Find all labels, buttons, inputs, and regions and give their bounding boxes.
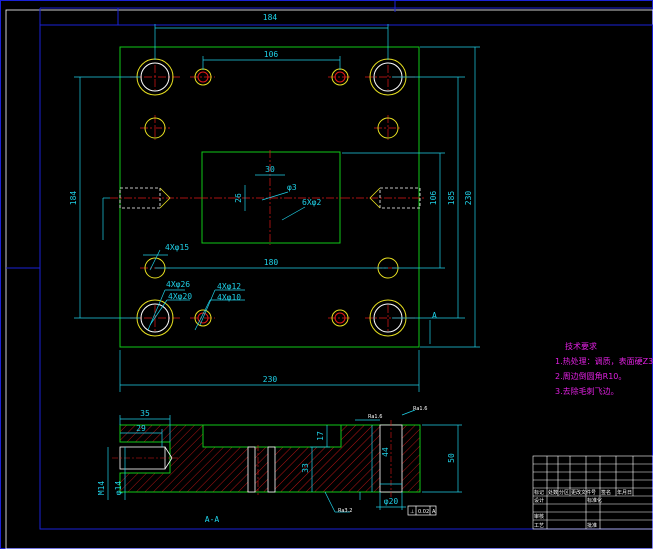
dim-depth-17: 17 bbox=[316, 431, 325, 441]
dim-hole-array: 6Xφ2 bbox=[302, 198, 321, 207]
tb-label-review: 审核 bbox=[534, 513, 544, 520]
dim-window-width: 30 bbox=[265, 165, 275, 174]
dim-depth-33: 33 bbox=[301, 463, 310, 473]
technical-requirements: 技术要求 1.热处理：调质，表面硬Z30H 2.周边倒圆角R10。 3.去除毛刺… bbox=[555, 341, 653, 396]
dim-top-width: 184 bbox=[263, 13, 278, 22]
dim-mid-span: 180 bbox=[264, 258, 279, 267]
callout-4x-phi20: 4Xφ20 bbox=[168, 292, 192, 301]
top-view-dimension-lines bbox=[74, 24, 480, 392]
tb-label-count: 处数 bbox=[548, 489, 558, 496]
roughness-mark-2: Ra1.6 bbox=[413, 406, 427, 412]
tolerance-value: 0.02 bbox=[418, 509, 429, 515]
dim-left-height: 184 bbox=[69, 191, 78, 206]
tb-label-change: 更改文件号 bbox=[571, 489, 596, 496]
requirement-1: 1.热处理：调质，表面硬Z30H bbox=[555, 356, 653, 366]
callout-4x-phi10: 4Xφ10 bbox=[217, 293, 241, 302]
requirement-2: 2.周边倒圆角R10。 bbox=[555, 371, 626, 381]
view-marker-a: A bbox=[432, 311, 437, 320]
dim-width-29: 29 bbox=[136, 424, 146, 433]
requirement-3: 3.去除毛刺飞边。 bbox=[555, 386, 619, 396]
dim-hole-small: φ3 bbox=[287, 183, 297, 192]
dim-right-inner-height: 106 bbox=[429, 191, 438, 206]
tb-label-standard: 标准化 bbox=[587, 497, 602, 504]
requirements-title: 技术要求 bbox=[565, 341, 597, 351]
dim-thread: M14 bbox=[97, 481, 106, 496]
tb-label-zone: 分区 bbox=[559, 489, 569, 496]
dim-depth-44: 44 bbox=[381, 447, 390, 457]
tolerance-symbol: ⊥ bbox=[410, 509, 414, 515]
dim-right-mid-height: 185 bbox=[447, 191, 456, 206]
center-window bbox=[201, 151, 341, 244]
tb-label-approve: 批准 bbox=[587, 522, 597, 529]
tb-label-date: 年月日 bbox=[617, 489, 632, 496]
callout-4x-phi26: 4Xφ26 bbox=[166, 280, 190, 289]
dim-right-outer-height: 230 bbox=[464, 191, 473, 206]
callout-4x-phi15: 4Xφ15 bbox=[165, 243, 189, 252]
tb-label-process: 工艺 bbox=[534, 523, 544, 529]
dim-window-height: 26 bbox=[234, 193, 243, 203]
dim-bore-left: φ14 bbox=[114, 481, 123, 496]
side-bores bbox=[119, 187, 421, 209]
roughness-mark-1: Ra1.6 bbox=[368, 414, 382, 420]
title-block-labels: 标记 处数 分区 更改文件号 签名 年月日 设计 审核 工艺 标准化 批准 bbox=[534, 489, 632, 529]
section-dimension-lines bbox=[107, 409, 462, 513]
top-view: 184 106 184 30 26 φ3 6Xφ2 180 230 106 18… bbox=[69, 13, 480, 392]
dim-bore-bottom: φ20 bbox=[384, 497, 399, 506]
section-hole-2 bbox=[267, 446, 276, 493]
tb-label-mark: 标记 bbox=[534, 489, 544, 496]
title-block bbox=[532, 455, 653, 530]
tolerance-frame: ⊥ 0.02 A bbox=[407, 505, 437, 516]
tolerance-datum: A bbox=[432, 509, 436, 515]
section-hole-1 bbox=[247, 446, 256, 493]
tb-label-design: 设计 bbox=[534, 497, 544, 504]
dim-bottom-width: 230 bbox=[263, 375, 278, 384]
dim-inner-width: 106 bbox=[264, 50, 279, 59]
section-view: ⊥ 0.02 A 35 29 M14 φ14 17 33 44 50 φ20 R… bbox=[97, 406, 462, 524]
tb-label-sign: 签名 bbox=[601, 489, 611, 496]
callout-4x-phi12: 4Xφ12 bbox=[217, 282, 241, 291]
dim-width-35: 35 bbox=[140, 409, 150, 418]
roughness-mark-3: Ra3.2 bbox=[338, 508, 352, 514]
section-label: A-A bbox=[205, 515, 220, 524]
dim-height-50: 50 bbox=[447, 453, 456, 463]
